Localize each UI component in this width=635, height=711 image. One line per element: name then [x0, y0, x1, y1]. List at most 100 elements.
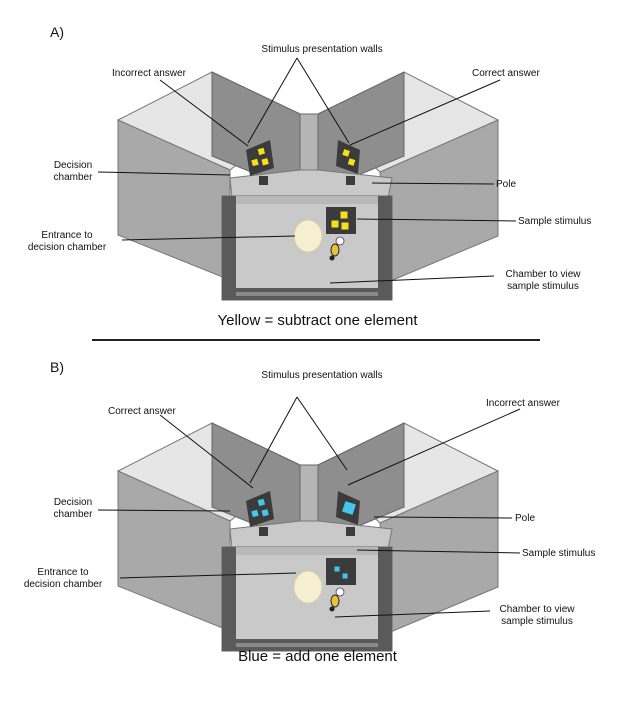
- view-chamber-line2: sample stimulus: [501, 616, 573, 627]
- entrance-line1: Entrance to: [41, 230, 93, 241]
- entrance-label: Entrance to decision chamber: [12, 230, 122, 254]
- view-chamber-top-edge: [222, 547, 392, 555]
- apparatus-diagram-a: [97, 57, 517, 301]
- entrance-line2: decision chamber: [23, 579, 103, 590]
- sample-stimulus-label: Sample stimulus: [522, 548, 596, 559]
- panel-caption: Yellow = subtract one element: [217, 312, 418, 329]
- right-answer-card: [336, 140, 360, 174]
- stimulus-element: [342, 573, 348, 579]
- stimulus-element: [340, 211, 348, 219]
- right-pole: [346, 176, 355, 185]
- decision-chamber-line2: chamber: [53, 172, 93, 183]
- apparatus-a: [97, 57, 517, 301]
- left-answer-label: Correct answer: [108, 406, 176, 417]
- bee-body: [330, 594, 340, 608]
- panel-divider: [92, 339, 540, 341]
- pole-label: Pole: [515, 513, 536, 524]
- stimulus-element: [261, 158, 269, 166]
- left-answer-label: Incorrect answer: [112, 68, 186, 79]
- view-chamber-base-inner: [236, 292, 378, 296]
- stimulus-element: [257, 498, 266, 507]
- walls-label: Stimulus presentation walls: [261, 44, 383, 55]
- view-chamber-left-post: [222, 547, 236, 651]
- view-chamber-label: Chamber to view sample stimulus: [482, 604, 592, 628]
- panel-letter: B): [50, 359, 64, 375]
- entrance-hole: [293, 219, 323, 253]
- pole-label: Pole: [496, 179, 517, 190]
- view-chamber-base-inner: [236, 643, 378, 647]
- view-chamber-pointer: [329, 275, 495, 284]
- decision-chamber-line2: chamber: [53, 509, 93, 520]
- panel-caption: Blue = add one element: [238, 648, 397, 665]
- apparatus-b: [97, 396, 521, 652]
- entrance-hole: [293, 570, 323, 604]
- right-answer-label: Correct answer: [472, 68, 540, 79]
- walls-pointer-right: [296, 396, 348, 471]
- view-chamber-line2: sample stimulus: [507, 281, 579, 292]
- view-chamber-line1: Chamber to view: [499, 604, 575, 615]
- entrance-line2: decision chamber: [27, 242, 107, 253]
- bee-wing: [335, 587, 345, 597]
- view-chamber-line1: Chamber to view: [505, 269, 581, 280]
- stimulus-element: [251, 158, 259, 167]
- stimulus-element: [331, 220, 339, 228]
- sample-stimulus-pointer: [356, 218, 517, 222]
- bee-icon: [329, 587, 345, 612]
- bee-head: [329, 255, 335, 261]
- view-chamber-top-edge: [222, 196, 392, 204]
- walls-label: Stimulus presentation walls: [261, 370, 383, 381]
- left-pole: [259, 176, 268, 185]
- left-answer-card: [246, 140, 274, 176]
- entrance-pointer: [119, 572, 297, 579]
- left-answer-pointer: [159, 414, 254, 489]
- panel-b: B) Stimulus presentation walls Correct a…: [0, 345, 635, 711]
- view-chamber-right-post: [378, 196, 392, 300]
- decision-chamber-pointer: [97, 509, 231, 512]
- panel-a: A) Stimulus presentation walls Incorrect…: [0, 0, 635, 345]
- left-pole: [259, 527, 268, 536]
- stimulus-element: [257, 147, 266, 156]
- sample-stimulus-card: [326, 558, 356, 585]
- view-chamber-pointer: [334, 610, 491, 618]
- decision-chamber-line1: Decision: [53, 497, 93, 508]
- apparatus-diagram-b: [97, 396, 521, 652]
- sample-stimulus-label: Sample stimulus: [518, 216, 592, 227]
- right-answer-pointer: [347, 408, 521, 486]
- view-chamber-right-post: [378, 547, 392, 651]
- left-answer-pointer: [159, 79, 249, 147]
- bee-head: [329, 606, 335, 612]
- bee-wing: [335, 236, 345, 246]
- stimulus-element: [347, 158, 356, 166]
- bee-body: [330, 243, 340, 257]
- decision-chamber-line1: Decision: [53, 160, 93, 171]
- stimulus-element: [334, 566, 340, 572]
- left-card-background: [246, 140, 274, 176]
- decision-chamber-pointer: [97, 171, 231, 176]
- right-card-background: [336, 140, 360, 174]
- pole-pointer: [373, 516, 513, 519]
- stimulus-element: [341, 222, 349, 230]
- sample-card-background: [326, 558, 356, 585]
- walls-pointer-left: [247, 57, 298, 144]
- decision-chamber-label: Decision chamber: [38, 160, 108, 184]
- stimulus-element: [342, 501, 356, 515]
- entrance-line1: Entrance to: [37, 567, 89, 578]
- panel-letter: A): [50, 24, 64, 40]
- right-answer-card: [336, 491, 360, 525]
- stimulus-element: [261, 509, 269, 517]
- walls-pointer-left: [249, 396, 298, 484]
- bee-icon: [329, 236, 345, 261]
- entrance-pointer: [121, 235, 296, 241]
- entrance-label: Entrance to decision chamber: [8, 567, 118, 591]
- pole-pointer: [371, 182, 495, 185]
- stimulus-element: [251, 509, 259, 518]
- view-chamber-left-post: [222, 196, 236, 300]
- sample-stimulus-pointer: [356, 549, 521, 554]
- left-card-background: [246, 491, 274, 527]
- right-pole: [346, 527, 355, 536]
- right-answer-pointer: [349, 79, 501, 146]
- stimulus-element: [342, 149, 350, 157]
- view-chamber-label: Chamber to view sample stimulus: [488, 269, 598, 293]
- sample-stimulus-card: [326, 207, 356, 234]
- left-answer-card: [246, 491, 274, 527]
